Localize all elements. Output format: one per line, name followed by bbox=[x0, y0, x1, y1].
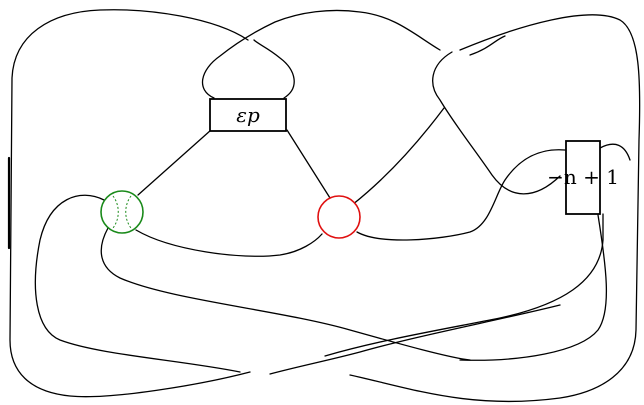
red-circle bbox=[317, 195, 361, 239]
neg-n-plus-1-box: −n + 1 bbox=[547, 140, 619, 215]
green-left-loop bbox=[34, 194, 241, 373]
epsilon-p-box: εp bbox=[209, 98, 287, 132]
epsilon-p-label: εp bbox=[236, 103, 260, 127]
lower-strand-a bbox=[100, 227, 471, 361]
outer-right-strand bbox=[324, 213, 604, 357]
right-box-exit-top bbox=[599, 143, 631, 161]
green-circle bbox=[100, 190, 144, 234]
outer-left-strand bbox=[9, 9, 251, 398]
top-arc-right bbox=[253, 39, 295, 99]
edge-eps-to-red bbox=[286, 129, 331, 199]
edge-green-to-red bbox=[135, 229, 323, 257]
edge-red-lower bbox=[356, 149, 566, 241]
right-lobe-2 bbox=[469, 35, 506, 56]
top-arc-left bbox=[201, 9, 441, 99]
outer-right-top bbox=[349, 14, 641, 403]
lower-strand-c bbox=[269, 304, 561, 375]
lower-strand-b bbox=[459, 214, 608, 361]
neg-n-plus-1-label: −n + 1 bbox=[547, 165, 619, 189]
right-lobe bbox=[432, 51, 561, 195]
edge-eps-to-green bbox=[137, 129, 212, 196]
edge-red-to-right bbox=[351, 107, 445, 206]
